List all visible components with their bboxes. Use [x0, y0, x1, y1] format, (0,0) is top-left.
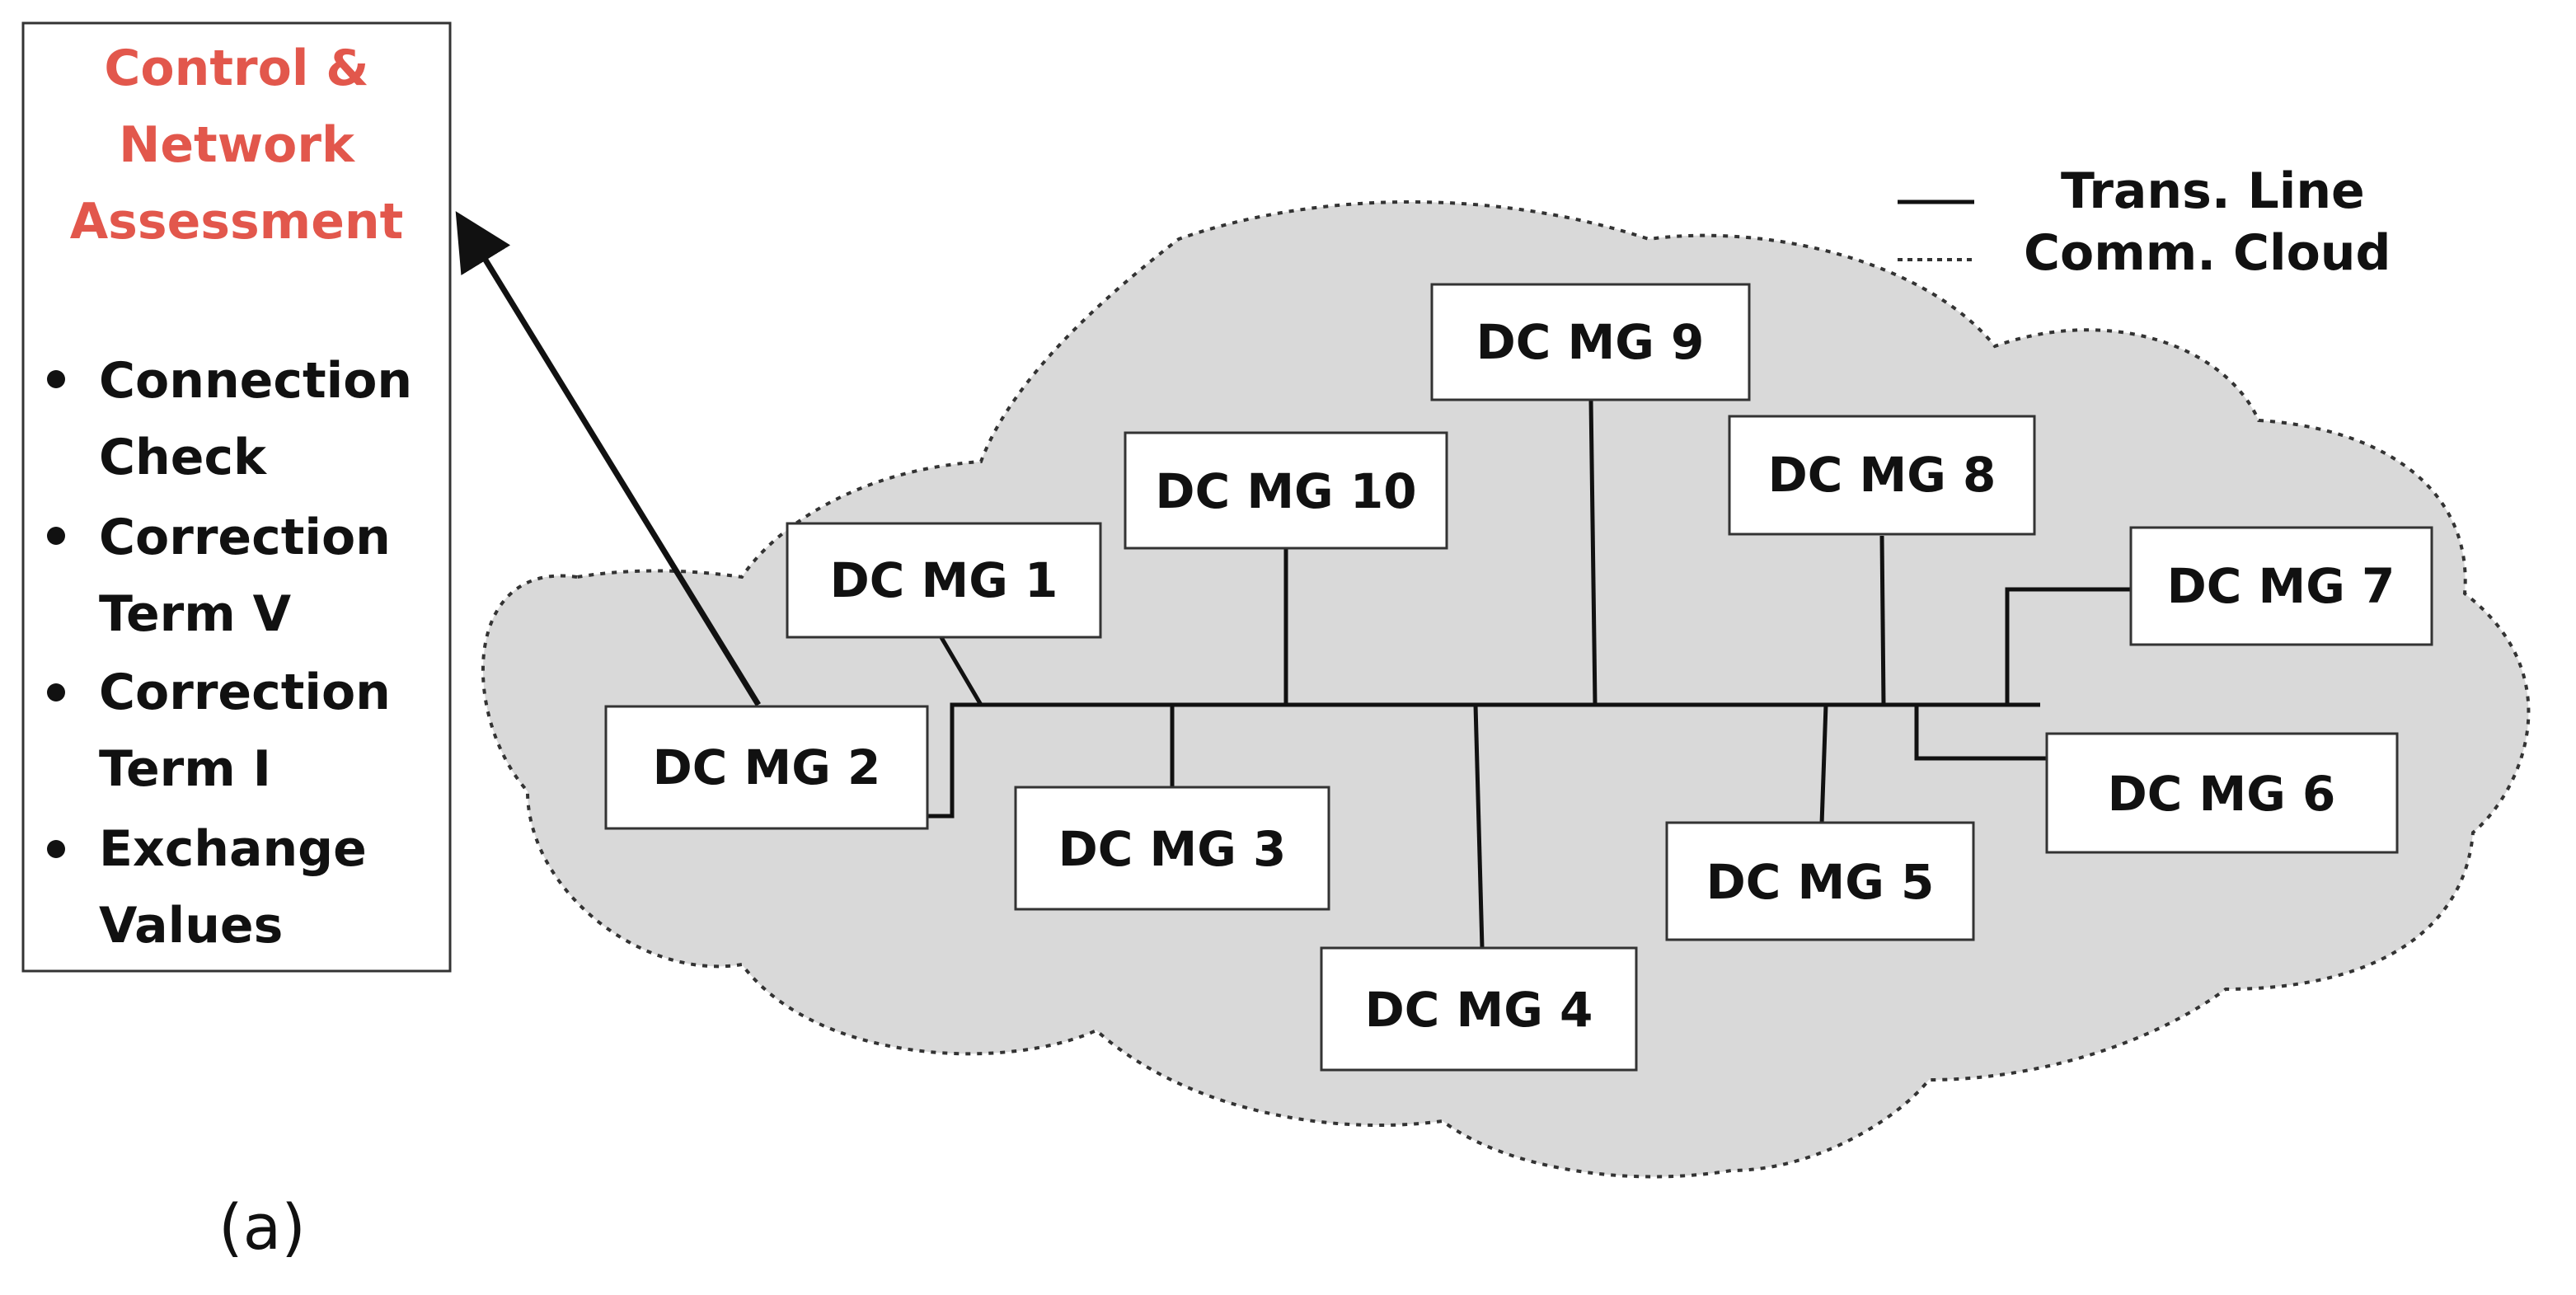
bullet-3-line-1: Correction [99, 664, 391, 721]
legend-trans-line-label: Trans. Line [2061, 162, 2365, 220]
bullet-1-dot [47, 370, 65, 388]
dc-mg-6: DC MG 6 [2045, 732, 2399, 854]
transmission-lines [927, 399, 2131, 949]
dc-mg-5-label: DC MG 5 [1706, 854, 1935, 910]
dc-mg-5: DC MG 5 [1665, 821, 1975, 941]
bullet-2-dot [47, 527, 65, 545]
dc-mg-6-label: DC MG 6 [2108, 766, 2336, 822]
legend: Trans. Line Comm. Cloud [1898, 162, 2391, 282]
control-arrow [455, 211, 761, 706]
dc-mg-8: DC MG 8 [1728, 415, 2036, 536]
dc-mg-3: DC MG 3 [1014, 786, 1330, 911]
bullet-4-line-2: Values [99, 897, 283, 955]
dc-mg-1: DC MG 1 [786, 522, 1102, 639]
dc-mg-7: DC MG 7 [2129, 526, 2433, 646]
figure-caption: (a) [218, 1190, 306, 1264]
bullet-2-line-1: Correction [99, 509, 391, 566]
dc-mg-2-label: DC MG 2 [653, 739, 881, 795]
dc-mg-10: DC MG 10 [1124, 431, 1448, 550]
dc-mg-7-label: DC MG 7 [2167, 558, 2395, 614]
bullet-1-line-1: Connection [99, 352, 412, 410]
dc-mg-1-label: DC MG 1 [830, 552, 1058, 608]
bullet-4-line-1: Exchange [99, 820, 367, 878]
legend-comm-cloud-label: Comm. Cloud [2024, 224, 2391, 282]
bullet-2-line-2: Term V [99, 585, 292, 643]
panel-title-line-3: Assessment [70, 193, 404, 251]
bullet-1-line-2: Check [99, 429, 268, 486]
dc-mg-10-label: DC MG 10 [1155, 463, 1416, 519]
dc-mg-4: DC MG 4 [1320, 946, 1638, 1072]
dc-mg-8-label: DC MG 8 [1768, 447, 1997, 503]
dc-mg-9-label: DC MG 9 [1476, 314, 1705, 370]
dc-mg-4-label: DC MG 4 [1365, 982, 1593, 1038]
bullet-3-line-2: Term I [99, 740, 271, 798]
bullet-3-dot [47, 683, 65, 701]
dc-mg-3-label: DC MG 3 [1058, 821, 1287, 877]
panel-title-line-1: Control & [104, 40, 368, 97]
bullet-4-dot [47, 840, 65, 858]
dc-mg-9: DC MG 9 [1430, 283, 1751, 401]
dc-mg-2: DC MG 2 [604, 705, 929, 830]
control-panel: Control & Network Assessment Connection … [21, 21, 452, 973]
panel-title-line-2: Network [119, 116, 356, 174]
